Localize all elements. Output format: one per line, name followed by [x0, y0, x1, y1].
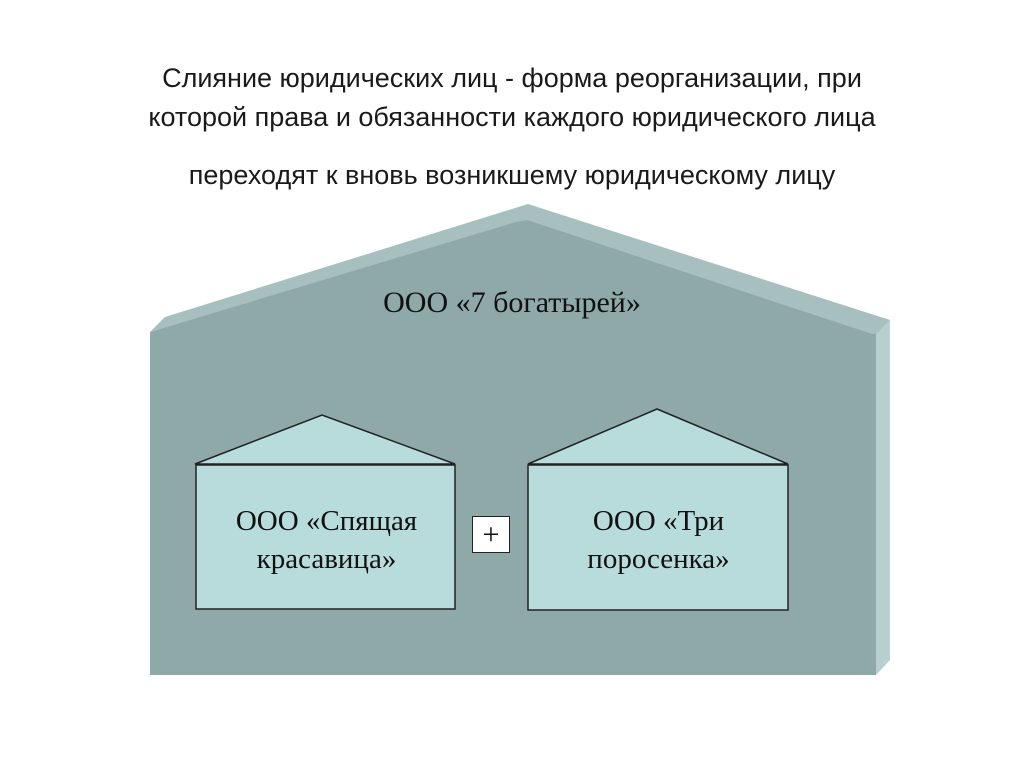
title-line-2: которой права и обязанности каждого юрид…	[148, 102, 876, 132]
title-line-3: переходят к вновь возникшему юридическом…	[188, 160, 836, 190]
right-house-roof	[527, 408, 789, 465]
right-company-label-line-1: ООО «Три	[592, 505, 725, 537]
outer-company-label: ООО «7 богатырей»	[383, 286, 641, 319]
left-company-label-line-2: красавица»	[256, 543, 397, 575]
title-line-1: Слияние юридических лиц - форма реоргани…	[162, 63, 862, 93]
plus-sign: +	[472, 516, 510, 553]
left-house-roof	[194, 414, 456, 465]
left-house-body	[195, 464, 456, 610]
left-company-label-line-1: ООО «Спящая	[235, 505, 418, 537]
left-company-label: ООО «Спящая красавица»	[198, 502, 455, 578]
right-company-label-line-2: поросенка»	[587, 543, 730, 575]
outer-house-side	[876, 320, 890, 675]
outer-house-roof	[150, 220, 876, 335]
right-house-body	[527, 464, 789, 611]
right-company-label: ООО «Три поросенка»	[530, 502, 787, 578]
